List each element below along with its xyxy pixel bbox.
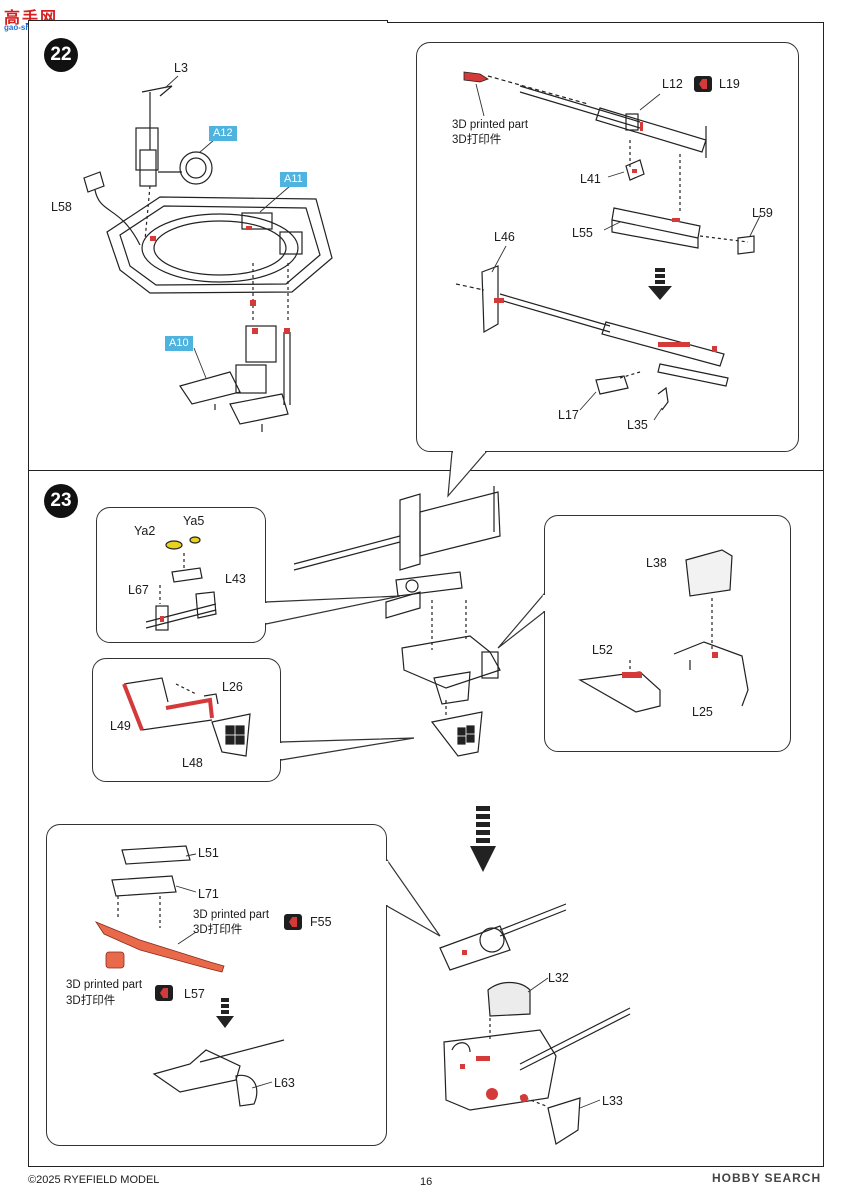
label-a10: A10	[165, 336, 193, 351]
mg-detail-bubble	[46, 824, 387, 1146]
seat-frame-drawing	[135, 85, 213, 241]
label-l3: L3	[174, 61, 188, 75]
ya-detail-bubble	[96, 507, 266, 643]
label-l25: L25	[692, 705, 713, 719]
gun-detail-highlights	[494, 122, 717, 352]
down-arrow-icon	[648, 268, 672, 300]
label-l43: L43	[225, 572, 246, 586]
label-l35: L35	[627, 418, 648, 432]
label-l38: L38	[646, 556, 667, 570]
note-3d-printed-cn-3: 3D打印件	[66, 995, 116, 1007]
gun-barrel-top-drawing	[487, 75, 755, 255]
label-l46: L46	[494, 230, 515, 244]
footer-copyright: ©2025 RYEFIELD MODEL	[28, 1174, 160, 1186]
step-23-badge: 23	[44, 484, 78, 518]
3d-part-tip-drawing	[463, 71, 489, 83]
label-l57: L57	[184, 987, 205, 1001]
label-l67: L67	[128, 583, 149, 597]
note-3d-printed-cn-2: 3D打印件	[193, 924, 243, 936]
label-ya2: Ya2	[134, 524, 156, 538]
label-l51: L51	[198, 846, 219, 860]
hull-plate-drawing	[106, 196, 333, 294]
label-l52: L52	[592, 643, 613, 657]
label-l48: L48	[182, 756, 203, 770]
label-l41: L41	[580, 172, 601, 186]
label-l19: L19	[719, 77, 740, 91]
footer-page-number: 16	[420, 1176, 433, 1188]
label-l71: L71	[198, 887, 219, 901]
label-l26: L26	[222, 680, 243, 694]
leader-lines-mg	[175, 853, 273, 1089]
step-22-badge: 22	[44, 38, 78, 72]
leader-lines-22	[164, 75, 291, 379]
note-3d-printed-en-2: 3D printed part	[193, 909, 270, 921]
gun-barrel-bottom-drawing	[455, 265, 729, 411]
label-l49: L49	[110, 719, 131, 733]
label-f55: F55	[310, 915, 332, 929]
reference-arrow-icon	[694, 76, 712, 92]
label-l63: L63	[274, 1076, 295, 1090]
label-a11: A11	[280, 172, 307, 187]
note-3d-printed-en: 3D printed part	[452, 119, 529, 131]
l38-detail-bubble	[544, 515, 791, 752]
reference-arrow-icon-l57	[155, 985, 173, 1001]
label-l32: L32	[548, 971, 569, 985]
label-a12: A12	[209, 126, 237, 141]
step-22-panel	[28, 20, 388, 472]
label-l12: L12	[662, 77, 683, 91]
label-l33: L33	[602, 1094, 623, 1108]
leader-lines-gun	[475, 83, 761, 421]
l58-bracket-drawing	[83, 171, 141, 246]
label-l55: L55	[572, 226, 593, 240]
mg-3d-part-drawing	[94, 921, 225, 973]
note-3d-printed-cn: 3D打印件	[452, 134, 502, 146]
label-l59: L59	[752, 206, 773, 220]
note-3d-printed-en-3: 3D printed part	[66, 979, 143, 991]
reference-arrow-icon-f55	[284, 914, 302, 930]
a10-seats-drawing	[179, 262, 291, 432]
highlight-marks-drawing	[150, 226, 290, 334]
label-l58: L58	[51, 200, 72, 214]
label-ya5: Ya5	[183, 514, 205, 528]
label-l17: L17	[558, 408, 579, 422]
footer-source: HOBBY SEARCH	[712, 1171, 822, 1185]
